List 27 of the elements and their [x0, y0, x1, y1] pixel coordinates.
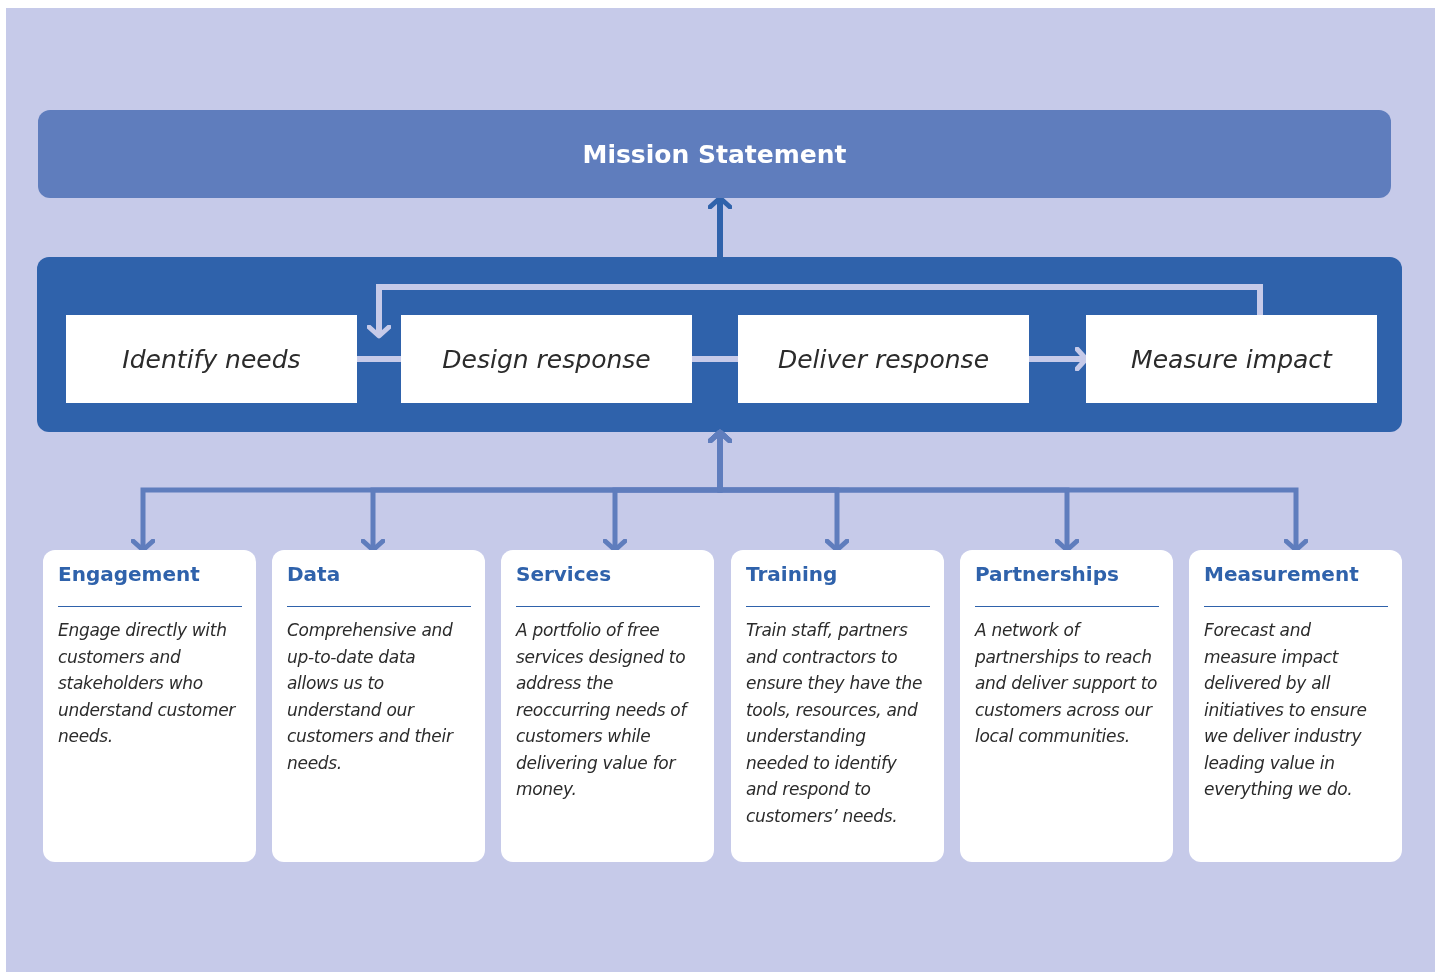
card-description: Comprehensive and up-to-date data allows us to understand our customers and their needs. [287, 619, 455, 775]
info-card [731, 550, 944, 862]
card-description: A portfolio of free services designed to address the reoccurring needs of customers while delivering value for money. [516, 619, 690, 801]
info-card [960, 550, 1173, 862]
info-card [43, 550, 256, 862]
process-box: Measure impact [1086, 315, 1377, 403]
arrow [1029, 346, 1089, 372]
card-heading: Engagement [58, 560, 242, 607]
card-description: Forecast and measure impact delivered by all initiatives to ensure we deliver industry leading value in everything we do. [1204, 619, 1368, 801]
info-card [1189, 550, 1402, 862]
process-box: Design response [401, 315, 692, 403]
process-band [37, 257, 1402, 432]
card-heading: Data [287, 560, 471, 607]
card-heading: Services [516, 560, 700, 607]
card-heading: Measurement [1204, 560, 1388, 607]
card-description: Engage directly with customers and stakeholders who understand customer needs. [58, 619, 237, 748]
card-description: A network of partnerships to reach and deliver support to customers across our local communities. [975, 619, 1159, 748]
mission-banner: Mission Statement [38, 110, 1391, 198]
card-heading: Training [746, 560, 930, 607]
card-heading: Partnerships [975, 560, 1159, 607]
process-box: Deliver response [738, 315, 1029, 403]
info-card [272, 550, 485, 862]
arrow [707, 195, 733, 257]
card-description: Train staff, partners and contractors to ensure they have the tools, resources, and understanding needed to identify and respond to customers’ needs. [746, 619, 924, 828]
info-card [501, 550, 714, 862]
process-box: Identify needs [66, 315, 357, 403]
arrow [366, 284, 1263, 339]
